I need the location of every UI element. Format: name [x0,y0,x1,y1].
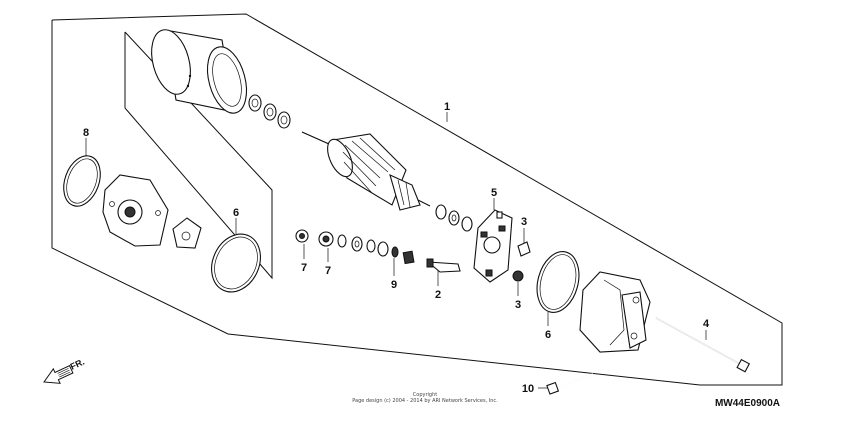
through-bolt [655,317,751,373]
yoke-washers [248,94,291,129]
copyright-line-1: Copyright [413,392,437,398]
callout-3-lower[interactable]: 3 [515,299,521,311]
front-cover [102,174,169,247]
starter-yoke [151,29,248,114]
callout-8[interactable]: 8 [83,127,89,139]
leader-lines [85,112,707,389]
callout-6-left[interactable]: 6 [233,207,239,219]
o-ring-middle [211,233,261,293]
callout-6-right[interactable]: 6 [545,329,551,341]
terminal-bolt [426,258,461,273]
callout-2[interactable]: 2 [435,289,441,301]
callout-5[interactable]: 5 [491,187,497,199]
armature-washers [435,204,473,232]
front-direction-arrow-icon [43,365,74,384]
callout-7-right[interactable]: 7 [325,265,331,277]
callout-9[interactable]: 9 [391,279,397,291]
callout-1[interactable]: 1 [444,101,450,113]
callout-10[interactable]: 10 [522,383,534,395]
seal-plate [172,217,202,249]
callout-3-upper[interactable]: 3 [521,216,527,228]
brush-holder [473,209,513,283]
callout-4[interactable]: 4 [703,318,710,330]
mounting-bolt [546,373,594,395]
rear-cover [579,271,651,353]
o-ring-rear [536,251,580,313]
insulator [402,250,415,265]
copyright-line-2: Page design (c) 2004 - 2014 by ARI Netwo… [352,398,498,404]
brush-spring-upper [517,241,531,257]
armature [301,131,431,211]
diagram-code: MW44E0900A [715,398,780,409]
callout-7-left[interactable]: 7 [301,262,307,274]
assembly-boundary [51,13,783,386]
direction-label: FR. [69,357,86,372]
terminal-nut-left [295,229,309,243]
terminal-washers [337,234,399,258]
terminal-nut-right [318,231,334,247]
o-ring-front [63,155,101,207]
brush-spring-lower [512,270,524,282]
